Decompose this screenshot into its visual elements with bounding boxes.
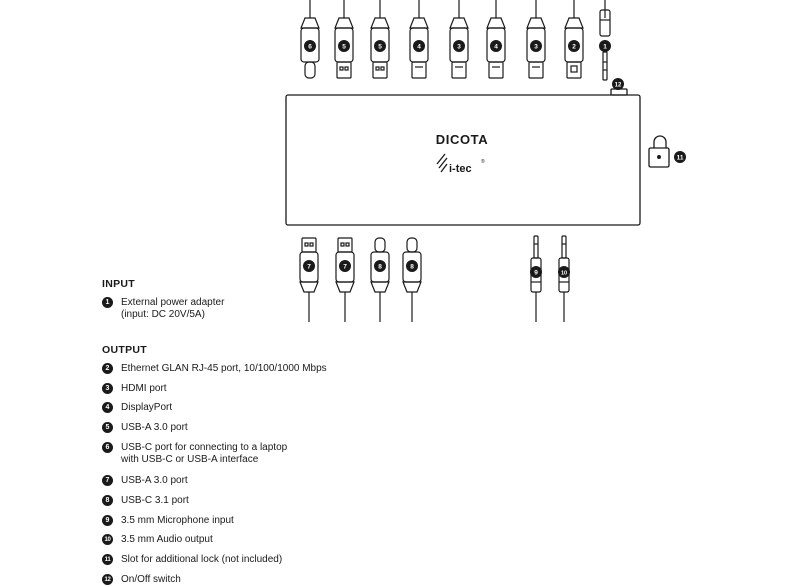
legend-text: 3.5 mm Audio output bbox=[121, 534, 213, 545]
legend-text: DisplayPort bbox=[121, 402, 173, 413]
bottom-connector-8: 8 bbox=[402, 237, 422, 322]
lock-icon bbox=[648, 135, 670, 168]
itec-logo: i-tec ® bbox=[436, 153, 485, 175]
legend-number-badge: 7 bbox=[102, 475, 113, 486]
legend-text: External power adapter (input: DC 20V/5A… bbox=[121, 297, 225, 320]
badge-lock: 11 bbox=[674, 151, 686, 163]
legend-number-badge: 1 bbox=[102, 297, 113, 308]
legend-item-3: 3 HDMI port bbox=[102, 383, 167, 395]
legend-item-7: 7 USB-A 3.0 port bbox=[102, 475, 188, 487]
legend-text: USB-A 3.0 port bbox=[121, 422, 188, 433]
top-connector-4: 4 bbox=[409, 0, 429, 79]
svg-text:11: 11 bbox=[677, 155, 684, 162]
top-connector-2: 2 bbox=[564, 0, 584, 79]
connector-label: 6 bbox=[308, 44, 312, 51]
top-connector-3: 3 bbox=[526, 0, 546, 79]
legend-item-4: 4 DisplayPort bbox=[102, 402, 172, 414]
top-connector-5: 5 bbox=[334, 0, 354, 79]
brand-logo: DICOTA bbox=[436, 132, 488, 147]
connector-label: 5 bbox=[342, 44, 346, 51]
bottom-connector-7: 7 bbox=[299, 237, 319, 322]
legend-item-12: 12 On/Off switch bbox=[102, 574, 181, 586]
legend-item-2: 2 Ethernet GLAN RJ-45 port, 10/100/1000 M… bbox=[102, 363, 327, 375]
connector-label: 2 bbox=[572, 44, 576, 51]
svg-text:12: 12 bbox=[615, 83, 622, 89]
legend-number-badge: 11 bbox=[102, 554, 113, 565]
legend-text: On/Off switch bbox=[121, 574, 181, 585]
itec-reg: ® bbox=[481, 158, 485, 165]
connector-label: 8 bbox=[410, 264, 414, 271]
input-title: INPUT bbox=[102, 278, 135, 290]
output-title: OUTPUT bbox=[102, 344, 147, 356]
legend-text: USB-A 3.0 port bbox=[121, 475, 188, 486]
legend-item-9: 9 3.5 mm Microphone input bbox=[102, 515, 234, 527]
legend-text: USB-C 3.1 port bbox=[121, 495, 189, 506]
legend-number-badge: 5 bbox=[102, 422, 113, 433]
connector-label: 4 bbox=[417, 44, 421, 51]
itec-logo-text: i-tec bbox=[449, 163, 472, 175]
connector-label: 7 bbox=[307, 264, 311, 271]
connector-label: 3 bbox=[457, 44, 461, 51]
bottom-connector-7: 7 bbox=[335, 237, 355, 322]
bottom-connector-10: 10 bbox=[558, 235, 570, 322]
legend-item-10: 10 3.5 mm Audio output bbox=[102, 534, 213, 546]
legend-item-8: 8 USB-C 3.1 port bbox=[102, 495, 189, 507]
top-connector-3: 3 bbox=[449, 0, 469, 79]
connector-label: 7 bbox=[343, 264, 347, 271]
bottom-connector-9: 9 bbox=[530, 235, 542, 322]
connector-label: 8 bbox=[378, 264, 382, 271]
legend-text: Ethernet GLAN RJ-45 port, 10/100/1000 Mb… bbox=[121, 363, 327, 374]
legend-text: Slot for additional lock (not included) bbox=[121, 554, 283, 565]
legend-text: HDMI port bbox=[121, 383, 167, 394]
legend-number-badge: 4 bbox=[102, 402, 113, 413]
top-connector-1: 1 bbox=[599, 0, 611, 81]
legend-text: 3.5 mm Microphone input bbox=[121, 515, 234, 526]
connector-label: 5 bbox=[378, 44, 382, 51]
top-connector-5: 5 bbox=[370, 0, 390, 79]
legend-number-badge: 2 bbox=[102, 363, 113, 374]
legend-text: USB-C port for connecting to a laptop wi… bbox=[121, 442, 288, 465]
badge-switch: 12 bbox=[612, 78, 624, 90]
legend-number-badge: 6 bbox=[102, 442, 113, 453]
legend-item-5: 5 USB-A 3.0 port bbox=[102, 422, 188, 434]
top-connector-4: 4 bbox=[486, 0, 506, 79]
legend-item-1: 1 External power adapter (input: DC 20V/5… bbox=[102, 297, 224, 321]
top-connectors: 6 5 5 4 3 4 3 2 1 bbox=[300, 0, 611, 81]
top-connector-6: 6 bbox=[300, 0, 320, 79]
connector-label: 3 bbox=[534, 44, 538, 51]
legend-number-badge: 8 bbox=[102, 495, 113, 506]
bottom-connector-8: 8 bbox=[370, 237, 390, 322]
legend-number-badge: 12 bbox=[102, 574, 113, 585]
legend-item-11: 11 Slot for additional lock (not included… bbox=[102, 554, 282, 566]
legend-item-6: 6 USB-C port for connecting to a laptop w… bbox=[102, 442, 287, 466]
dock-body bbox=[285, 94, 641, 226]
connector-label: 10 bbox=[561, 271, 567, 277]
dock-diagram: 6 5 5 4 3 4 3 2 1 7 7 8 8 9 10 DICOTA i-tec ® 11 12 bbox=[285, 0, 686, 322]
legend-number-badge: 10 bbox=[102, 534, 113, 545]
connector-label: 4 bbox=[494, 44, 498, 51]
legend-number-badge: 9 bbox=[102, 515, 113, 526]
connector-label: 9 bbox=[534, 270, 538, 277]
bottom-connectors: 7 7 8 8 9 10 bbox=[299, 235, 570, 322]
connector-label: 1 bbox=[603, 44, 607, 51]
legend-number-badge: 3 bbox=[102, 383, 113, 394]
